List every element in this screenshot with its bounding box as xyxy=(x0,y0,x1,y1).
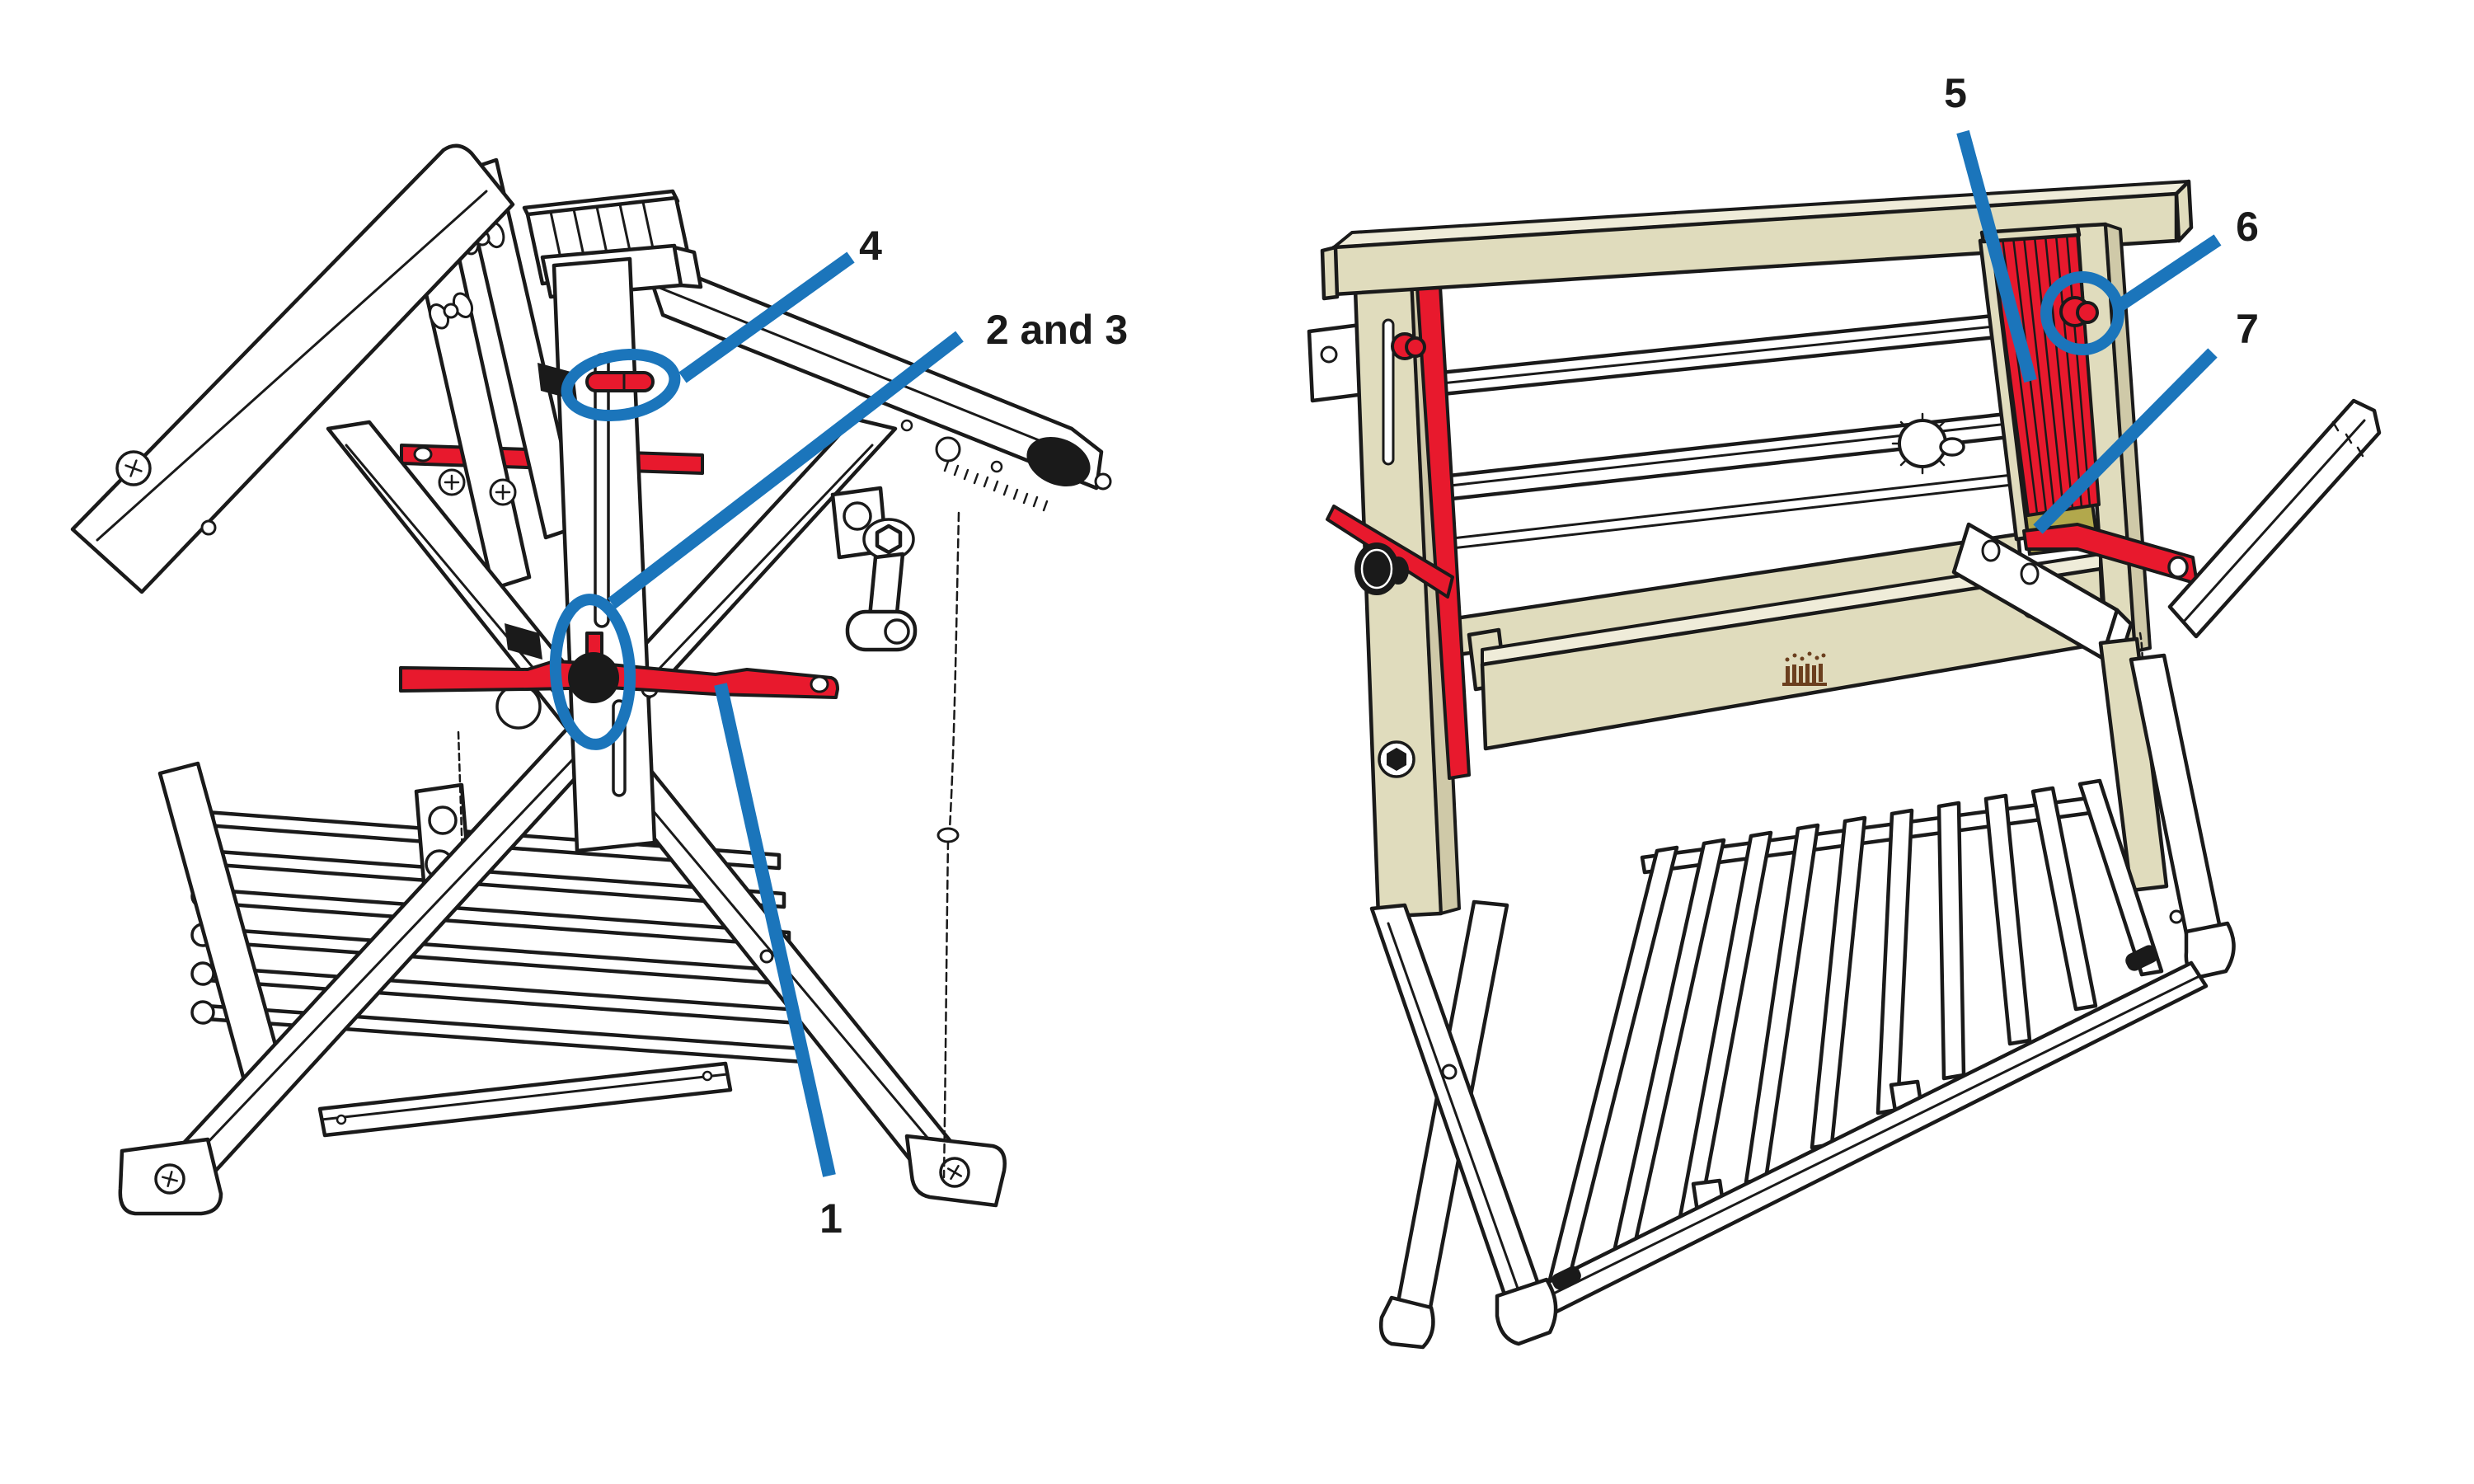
bottom-stretcher-bar xyxy=(317,1061,733,1138)
hex-bolt-icon xyxy=(1378,740,1415,778)
rail-cap xyxy=(1552,1266,1581,1290)
crossbar-hole xyxy=(413,446,433,463)
right-figure-open-loom: 5 6 7 xyxy=(1307,70,2382,1350)
washer xyxy=(1094,472,1112,491)
black-knob-center xyxy=(568,652,619,703)
foot-right-open xyxy=(2184,921,2236,979)
foot-left-open xyxy=(1495,1277,1558,1346)
stand-leg-left-open xyxy=(1369,899,1558,1350)
callout-ellipse-2-3 xyxy=(549,594,636,750)
rail-cap xyxy=(2125,945,2158,971)
cradle-arm-right-open xyxy=(2167,398,2382,639)
phillips-screw-icon xyxy=(438,468,466,496)
black-knob-large xyxy=(1026,437,1091,486)
callout-line-1 xyxy=(714,683,836,1177)
crank-handle xyxy=(830,486,918,652)
treadle-platform xyxy=(1524,778,2209,1322)
callout-label-2-3: 2 and 3 xyxy=(986,307,1128,353)
warp-beam-rail xyxy=(1364,408,2042,556)
brand-logo-mark xyxy=(1782,651,1827,686)
red-lamm-bar-highlight xyxy=(399,632,839,703)
callout-line-4 xyxy=(678,251,855,383)
cradle-arm-right xyxy=(641,253,1112,512)
callout-line-5 xyxy=(1956,129,2037,383)
callout-line-6 xyxy=(2116,234,2222,311)
callout-label-5: 5 xyxy=(1944,70,1967,116)
callout-label-6: 6 xyxy=(2236,204,2259,250)
foot-left-open-2 xyxy=(1379,1295,1435,1350)
red-knob-left xyxy=(1391,332,1426,360)
hanging-cord xyxy=(942,511,960,1179)
callout-line-2-3 xyxy=(608,331,964,609)
upright-slot xyxy=(1382,318,1395,466)
cradle-arm-left xyxy=(70,143,515,594)
foot-right xyxy=(904,1134,1007,1208)
left-figure-folded-loom: 4 2 and 3 1 xyxy=(70,143,1128,1242)
callout-circle-6 xyxy=(2040,271,2124,355)
foot-left xyxy=(118,1137,223,1216)
wing-nut-icon xyxy=(428,292,474,330)
ratchet-teeth xyxy=(943,460,1049,512)
callout-label-1: 1 xyxy=(819,1195,843,1242)
callout-ellipse-4 xyxy=(561,348,681,422)
hex-bolt-icon xyxy=(875,524,903,555)
red-locking-pin-highlight xyxy=(585,371,655,392)
castle-slot xyxy=(594,353,610,628)
callout-line-7 xyxy=(2033,348,2218,534)
cord-hook xyxy=(937,827,960,843)
front-post-right xyxy=(2098,636,2169,893)
treadle-stack xyxy=(157,761,806,1101)
clamp-block xyxy=(505,623,542,660)
phillips-screw-icon xyxy=(115,450,152,486)
stand-leg-right-open xyxy=(2129,653,2236,979)
tension-knob-black xyxy=(1354,542,1409,595)
ratchet-teeth xyxy=(2331,420,2364,458)
callout-label-4: 4 xyxy=(859,223,882,269)
red-lever-highlight xyxy=(2022,523,2199,585)
phillips-screw-icon xyxy=(489,478,517,506)
callout-label-7: 7 xyxy=(2236,306,2259,352)
red-knob-right xyxy=(2059,296,2099,327)
